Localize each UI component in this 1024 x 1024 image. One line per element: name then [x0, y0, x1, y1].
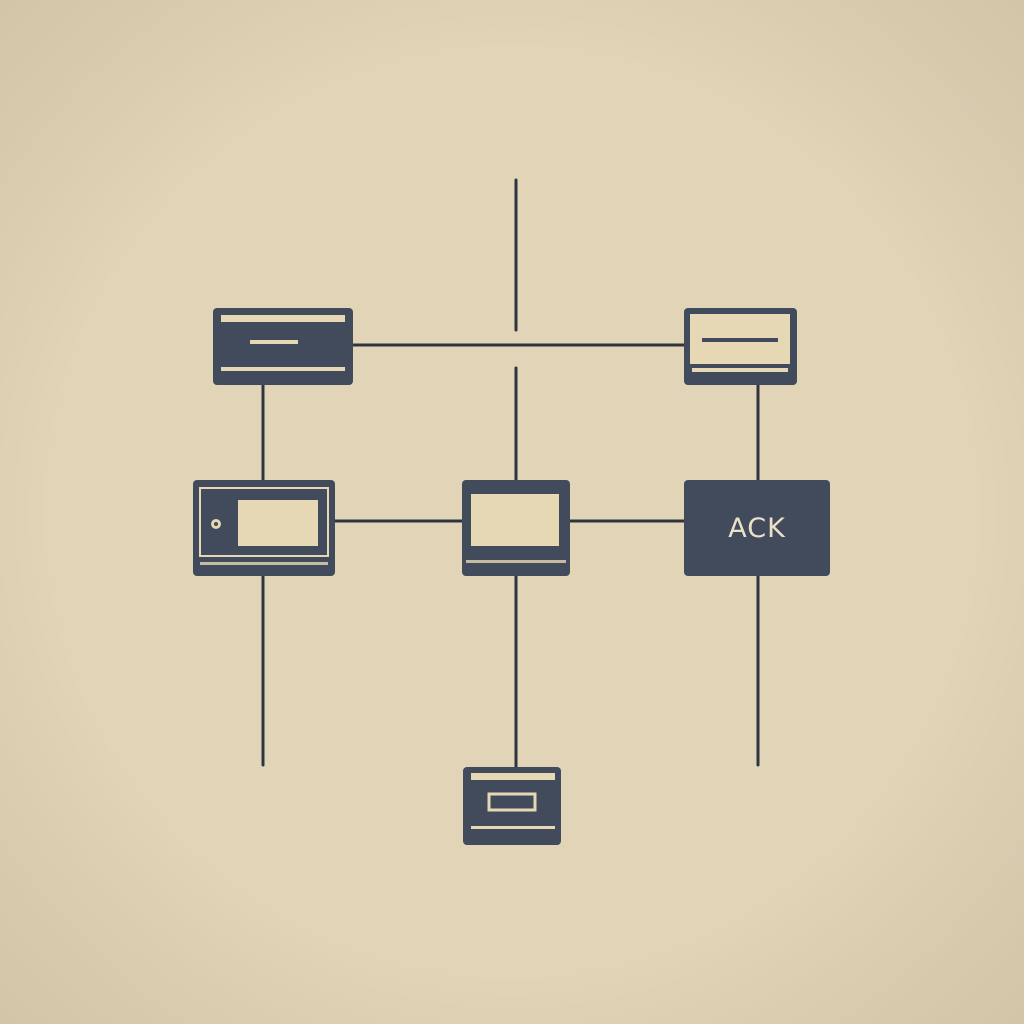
node-top-right — [684, 308, 797, 385]
node-top-left — [213, 308, 353, 385]
node-middle-center — [462, 480, 570, 576]
connectors — [261, 178, 760, 769]
node-middle-left — [193, 480, 335, 576]
node-bottom — [463, 767, 561, 845]
node-ack — [684, 480, 830, 576]
